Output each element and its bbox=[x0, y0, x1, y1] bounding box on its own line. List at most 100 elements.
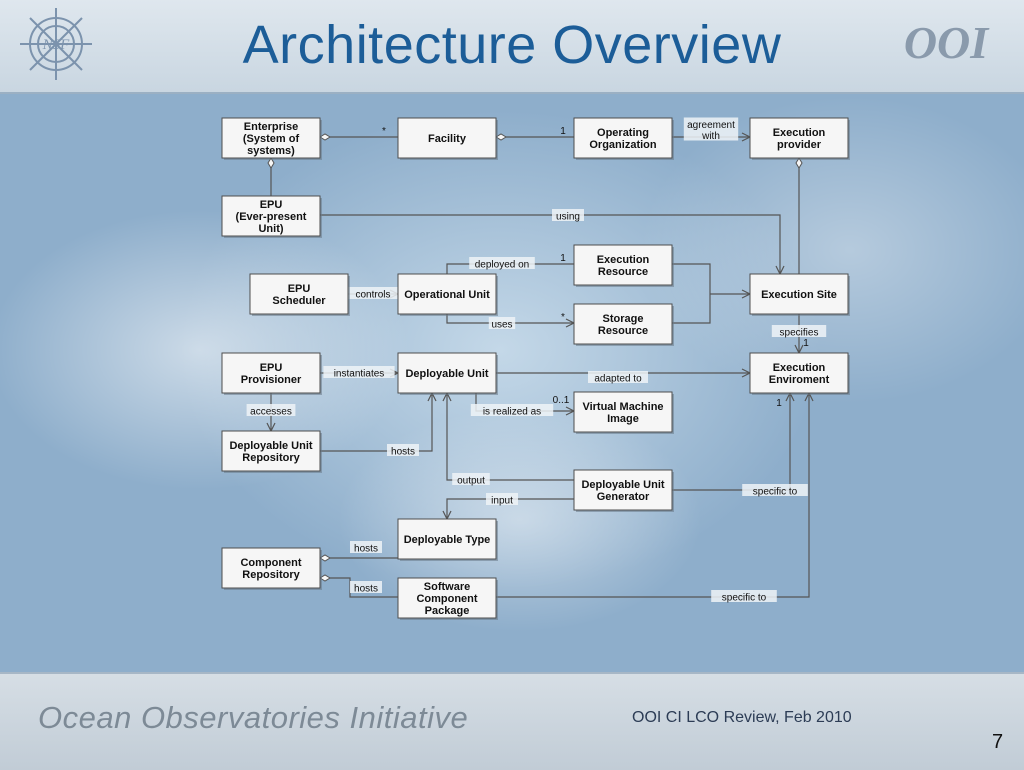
node-label-vm-image: Image bbox=[607, 413, 639, 425]
edge-multiplicity-du-realized-as: 0..1 bbox=[553, 395, 570, 406]
node-box-execution-resource bbox=[573, 244, 673, 286]
edge-label-bg-repo-hosts-du bbox=[387, 444, 419, 456]
edge-label-bg-opunit-deployed-on bbox=[469, 257, 535, 269]
edge-label-bg-comprepo-hosts-type bbox=[350, 541, 382, 553]
edge-label-bg-operating-org-provider bbox=[683, 117, 739, 141]
ooi-logo-text: OOI bbox=[904, 17, 990, 68]
node-box-epu bbox=[221, 195, 321, 237]
nsf-logo-text: NSF bbox=[42, 37, 71, 53]
edge-provisioner-instantiates: instantiates bbox=[320, 366, 400, 380]
edge-opunit-deployed-on: deployed on1 bbox=[446, 253, 574, 274]
node-label-component-repository: Repository bbox=[242, 569, 300, 581]
edge-label-operating-org-provider: with bbox=[701, 131, 720, 142]
node-box-epu-scheduler bbox=[249, 273, 349, 315]
node-box-epu-provisioner bbox=[221, 352, 321, 394]
node-label-storage-resource: Storage bbox=[603, 313, 644, 325]
edge-head-site-provider-diamond bbox=[795, 157, 803, 169]
slide-footer bbox=[0, 672, 1024, 770]
edge-label-bg-opunit-uses bbox=[488, 317, 516, 329]
node-label-epu: EPU bbox=[260, 199, 283, 211]
node-label-software-package: Component bbox=[416, 593, 477, 605]
node-box-operational-unit bbox=[397, 273, 497, 315]
edge-label-bg-provisioner-accesses bbox=[246, 404, 296, 416]
node-box-du-generator bbox=[573, 469, 673, 511]
node-label-epu: (Ever-present bbox=[236, 211, 307, 223]
edge-multiplicity-opunit-uses: * bbox=[561, 312, 565, 323]
edge-tail-comprepo-hosts-package-diamond bbox=[319, 574, 331, 582]
edge-generator-input: input bbox=[442, 493, 574, 521]
edge-provisioner-accesses: accesses bbox=[246, 393, 296, 433]
ooi-logo: OOI bbox=[904, 17, 990, 68]
edge-line-epu-using-site bbox=[320, 214, 781, 274]
edge-scheduler-controls: controls bbox=[348, 287, 400, 301]
edge-label-provisioner-instantiates: instantiates bbox=[334, 369, 385, 380]
node-label-execution-resource: Resource bbox=[598, 266, 648, 278]
edge-label-bg-du-adapted-to bbox=[588, 371, 648, 383]
edge-label-bg-generator-specific-to bbox=[742, 484, 808, 496]
node-label-software-package: Software bbox=[424, 581, 470, 593]
edge-multiplicity-site-specifies-env: 1 bbox=[803, 338, 809, 349]
node-box-enterprise bbox=[221, 117, 321, 159]
edge-site-provider bbox=[795, 157, 803, 274]
edge-generator-output: output bbox=[442, 391, 574, 487]
node-label-execution-provider: provider bbox=[777, 139, 822, 151]
node-label-epu-scheduler: Scheduler bbox=[272, 295, 326, 307]
node-label-epu: Unit) bbox=[258, 223, 283, 235]
edge-tail-enterprise-facility-diamond bbox=[319, 133, 331, 141]
node-label-execution-provider: Execution bbox=[773, 127, 826, 139]
node-label-du-repository: Repository bbox=[242, 452, 300, 464]
edge-line-generator-input bbox=[446, 498, 574, 519]
node-facility: Facility bbox=[397, 117, 498, 160]
edge-head-epu-enterprise-diamond bbox=[267, 157, 275, 169]
edge-label-opunit-uses: uses bbox=[491, 320, 512, 331]
node-label-execution-site: Execution Site bbox=[761, 289, 837, 301]
node-label-execution-resource: Execution bbox=[597, 254, 650, 266]
edge-label-bg-provisioner-instantiates bbox=[323, 366, 395, 378]
edge-label-operating-org-provider: agreement bbox=[687, 120, 735, 131]
edge-line-generator-specific-to bbox=[672, 393, 791, 491]
edge-tail-comprepo-hosts-type-diamond bbox=[319, 554, 331, 562]
node-label-storage-resource: Resource bbox=[598, 325, 648, 337]
node-label-epu-provisioner: EPU bbox=[260, 362, 283, 374]
edge-line-opunit-uses bbox=[446, 314, 574, 324]
node-box-deployable-unit bbox=[397, 352, 497, 394]
slide-title: Architecture Overview bbox=[242, 15, 782, 75]
edge-label-bg-package-specific-to bbox=[711, 590, 777, 602]
node-label-epu-scheduler: EPU bbox=[288, 283, 311, 295]
node-box-execution-environment bbox=[749, 352, 849, 394]
edge-generator-specific-to: specific to1 bbox=[672, 391, 808, 498]
edge-comprepo-hosts-type: hosts bbox=[319, 541, 398, 562]
edge-label-du-adapted-to: adapted to bbox=[594, 374, 642, 385]
node-label-operating-org: Organization bbox=[589, 139, 657, 151]
page-number: 7 bbox=[992, 731, 1004, 753]
edge-label-comprepo-hosts-type: hosts bbox=[354, 544, 378, 555]
edge-label-generator-output: output bbox=[457, 476, 485, 487]
node-label-execution-environment: Enviroment bbox=[769, 374, 830, 386]
node-label-operating-org: Operating bbox=[597, 127, 649, 139]
slide-header bbox=[0, 0, 1024, 94]
edge-label-du-realized-as: is realized as bbox=[483, 407, 541, 418]
edge-label-bg-du-realized-as bbox=[470, 404, 554, 416]
node-label-deployable-unit: Deployable Unit bbox=[405, 368, 488, 380]
edge-package-specific-to: specific to bbox=[496, 391, 814, 604]
node-label-software-package: Package bbox=[425, 605, 470, 617]
node-label-deployable-type: Deployable Type bbox=[404, 534, 491, 546]
edge-label-bg-generator-output bbox=[452, 473, 490, 485]
node-label-facility: Facility bbox=[428, 133, 467, 145]
edge-label-bg-generator-input bbox=[486, 493, 518, 505]
edge-multiplicity-opunit-deployed-on: 1 bbox=[560, 253, 566, 264]
edge-multiplicity-generator-specific-to: 1 bbox=[776, 398, 782, 409]
edge-label-bg-site-specifies-env bbox=[771, 325, 827, 337]
